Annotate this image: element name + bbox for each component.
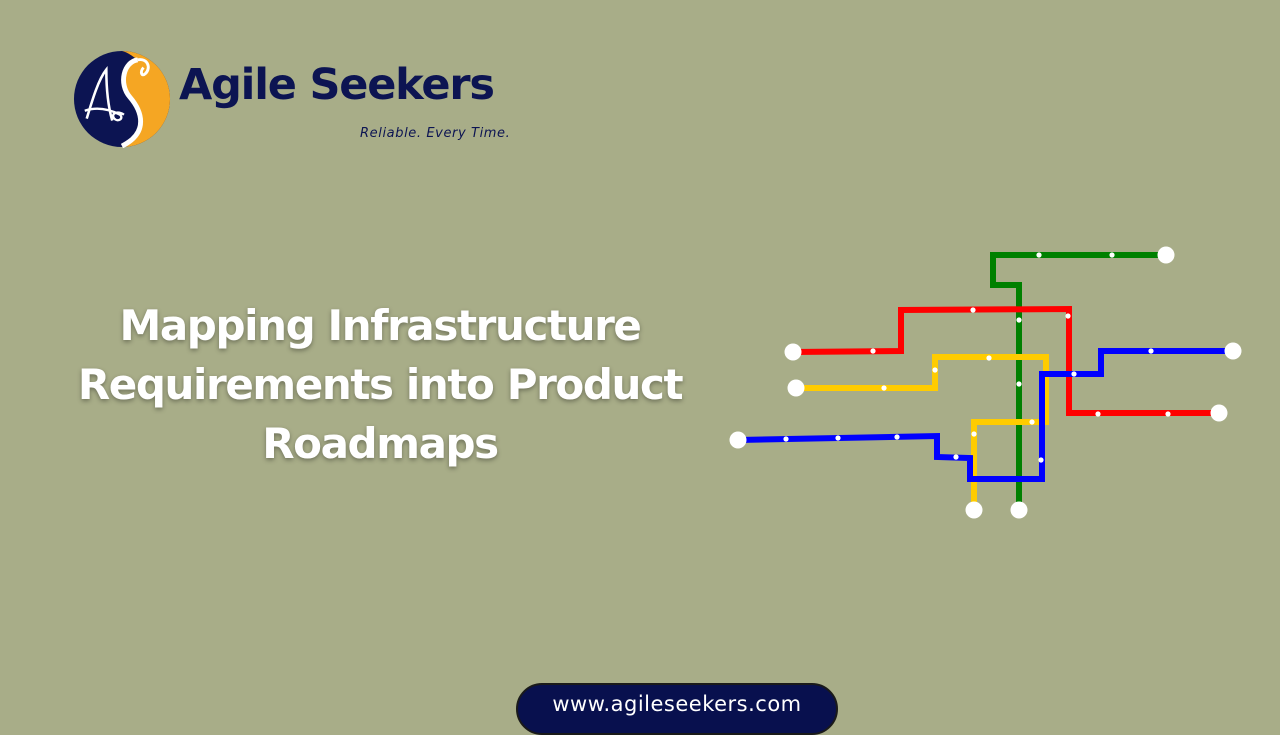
terminal-stations bbox=[729, 246, 1242, 519]
page-title-line-1: Mapping Infrastructure bbox=[119, 301, 641, 350]
station-terminal-icon bbox=[787, 379, 805, 397]
metro-line-red bbox=[792, 305, 1219, 416]
station-terminal-icon bbox=[1010, 501, 1028, 519]
metro-line-green bbox=[990, 252, 1166, 510]
page-title-line-2: Requirements into Product bbox=[77, 360, 684, 409]
page-title-line-3: Roadmaps bbox=[262, 419, 499, 468]
station-terminal-icon bbox=[1224, 342, 1242, 360]
page-title: Mapping Infrastructure Requirements into… bbox=[40, 296, 720, 473]
metro-line-yellow bbox=[796, 354, 1049, 510]
station-terminal-icon bbox=[1157, 246, 1175, 264]
brand-name: Agile Seekers bbox=[179, 60, 495, 110]
station-terminal-icon bbox=[965, 501, 983, 519]
brand-tagline: Reliable. Every Time. bbox=[360, 126, 511, 141]
website-url-link[interactable]: www.agileseekers.com bbox=[516, 683, 838, 735]
station-terminal-icon bbox=[1210, 404, 1228, 422]
station-terminal-icon bbox=[729, 431, 747, 449]
station-terminal-icon bbox=[784, 343, 802, 361]
metro-line-blue bbox=[737, 348, 1233, 482]
brand-logo: Agile Seekers Reliable. Every Time. bbox=[73, 50, 533, 150]
as-swan-monogram-icon bbox=[73, 50, 171, 148]
